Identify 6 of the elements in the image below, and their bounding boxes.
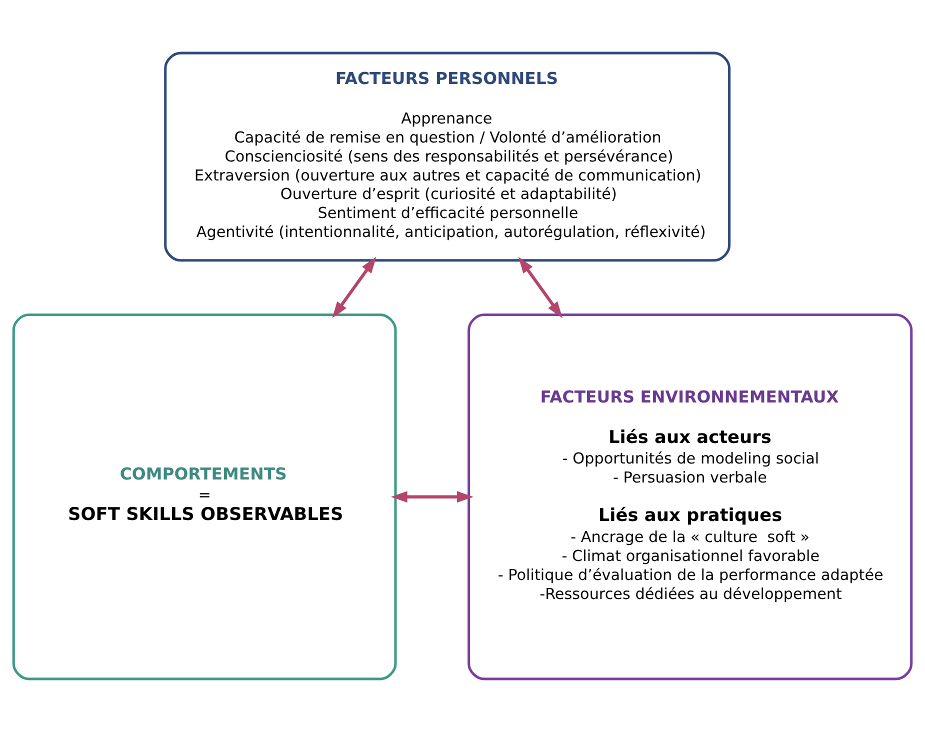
node-box: FACTEURS ENVIRONNEMENTAUX Liés aux acteurs - Opportunités de modeling social - Persuasion verbale Liés aux pratiques - Ancrage de la « culture soft » - Climat organisationnel favorable - Politique d’évaluation de la performance adaptée -Ressources dédiées au développement [468, 313, 913, 680]
arrow [518, 256, 562, 318]
node-box: FACTEURS PERSONNELS Apprenance Capacité de remise en question / Volonté d’amélioration Conscienciosité (sens des responsabilités et persévérance) Extraversion (ouverture aux autres et capacité de communication) Ouverture d’esprit (curiosité et adaptabilité) Sentiment d’efficacité personnelle Agentivité (intentionnalité, anticipation, autorégulation, réflexivité) [164, 51, 731, 262]
arrow [390, 490, 474, 502]
node-box: COMPORTEMENTS = SOFT SKILLS OBSERVABLES [12, 313, 397, 680]
arrow [332, 256, 376, 318]
